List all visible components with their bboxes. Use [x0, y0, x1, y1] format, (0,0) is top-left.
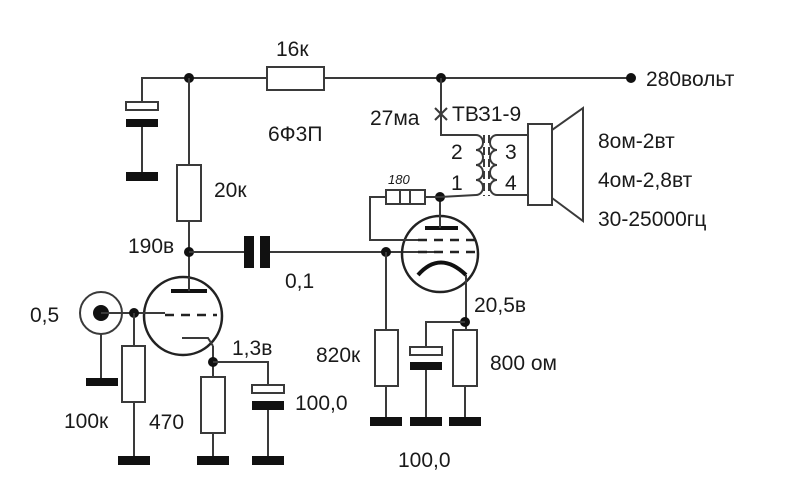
- ground-symbol: [126, 172, 158, 181]
- current-label: 27ма: [370, 107, 420, 130]
- transformer-pin-1: 1: [451, 172, 463, 195]
- cathode2-capacitor-label: 100,0: [398, 449, 451, 472]
- cathode1-capacitor-label: 100,0: [295, 392, 348, 415]
- resistor-820k-label: 820к: [316, 344, 361, 367]
- supply-rail: [141, 77, 631, 102]
- resistor-800-ohm-label: 800 ом: [490, 352, 557, 375]
- transformer-label: ТВЗ1-9: [452, 103, 521, 126]
- resistor-180-label: 180: [388, 172, 410, 187]
- speaker-spec-impedance-8: 8ом-2вт: [598, 130, 675, 153]
- cathode1-capacitor: [251, 384, 285, 394]
- resistor-470-label: 470: [149, 411, 184, 434]
- ground-symbol: [252, 456, 284, 465]
- cathode2-capacitor: [409, 346, 443, 356]
- transformer-pin-2: 2: [451, 141, 463, 164]
- supply-voltage-label: 280вольт: [646, 68, 735, 91]
- resistor-800-ohm: [452, 329, 478, 387]
- input-level-label: 0,5: [30, 304, 59, 327]
- resistor-820k: [374, 329, 399, 387]
- ground-symbol: [449, 417, 481, 426]
- transformer-pin-3: 3: [505, 141, 517, 164]
- resistor-100k: [121, 345, 146, 403]
- coupling-capacitor-plate: [260, 236, 270, 268]
- resistor-16k: [266, 66, 325, 91]
- coupling-capacitor-label: 0,1: [285, 270, 314, 293]
- resistor-470: [200, 376, 226, 434]
- resistor-180: [385, 189, 426, 205]
- coupling-capacitor-plate: [244, 236, 254, 268]
- ground-symbol: [197, 456, 229, 465]
- output-transformer: [475, 134, 498, 196]
- ground-symbol: [410, 417, 442, 426]
- supply-terminal: [626, 73, 636, 83]
- speaker-spec-impedance-4: 4ом-2,8вт: [598, 169, 693, 192]
- input-tube: [142, 275, 224, 357]
- output-tube-label: 6Ф3П: [268, 123, 322, 146]
- resistor-20k-label: 20к: [214, 179, 247, 202]
- transformer-pin-4: 4: [505, 172, 517, 195]
- ground-symbol: [370, 417, 402, 426]
- ground-symbol: [118, 456, 150, 465]
- speaker-spec-frequency: 30-25000гц: [598, 208, 706, 231]
- current-measure-mark: [434, 107, 448, 121]
- ground-symbol: [86, 378, 118, 386]
- resistor-16k-label: 16к: [276, 38, 309, 61]
- resistor-100k-label: 100к: [64, 410, 109, 433]
- cathode2-voltage-label: 20,5в: [474, 294, 526, 317]
- cathode1-voltage-label: 1,3в: [232, 337, 272, 360]
- resistor-20k: [176, 164, 202, 222]
- filter-capacitor: [125, 101, 159, 181]
- anode1-voltage-label: 190в: [128, 235, 174, 258]
- cathode2-capacitor-plate: [410, 362, 442, 370]
- speaker-icon: [527, 106, 584, 223]
- cathode1-capacitor-plate: [252, 401, 284, 410]
